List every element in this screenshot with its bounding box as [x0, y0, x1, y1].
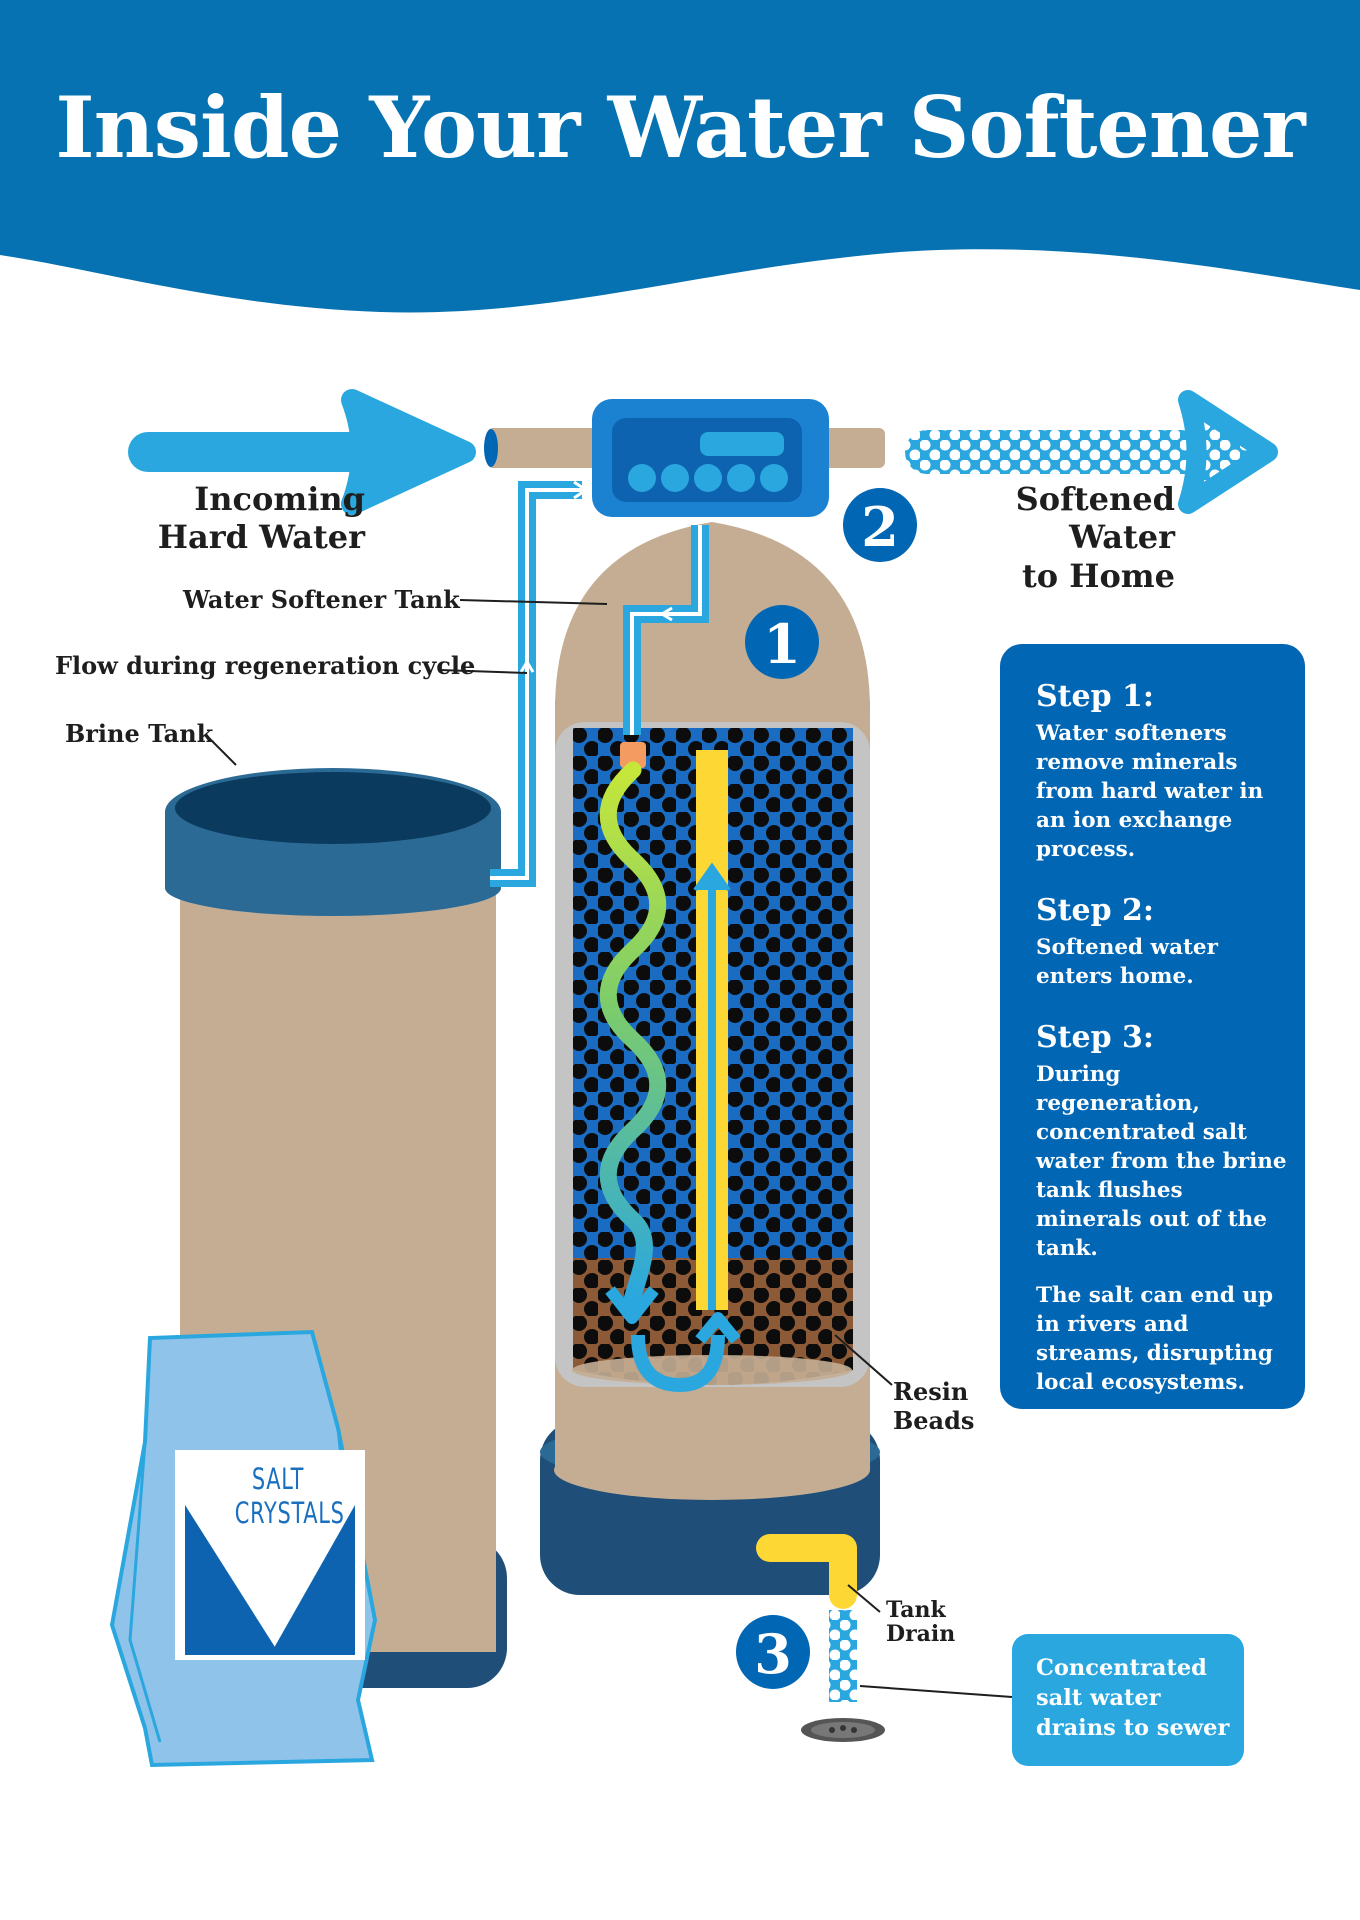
step-2-body: Softened water enters home.: [1036, 935, 1218, 990]
badge-2: 2: [843, 488, 917, 562]
riser-tube: [693, 750, 731, 1310]
u-turn-flow: [631, 1334, 725, 1393]
step-1-heading: Step 1:: [1036, 679, 1154, 714]
drain-note-box: Concentrated salt water drains to sewer: [1012, 1634, 1244, 1766]
impact-note: The salt can end up in rivers and stream…: [1036, 1283, 1274, 1396]
wavy-flow: [599, 761, 667, 1309]
badge-3-number: 3: [754, 1622, 792, 1686]
tank-label: Water Softener Tank: [183, 585, 460, 614]
resin-line-2: Beads: [893, 1405, 975, 1435]
badge-1-number: 1: [763, 612, 801, 676]
page-title: Inside Your Water Softener: [55, 78, 1305, 177]
badge-3: 3: [736, 1615, 810, 1689]
header-band: [0, 0, 1360, 313]
incoming-label: Incoming Hard Water: [140, 480, 365, 557]
incoming-line-2: Hard Water: [157, 518, 365, 557]
softened-arrow: [905, 390, 1278, 514]
step-1-body: Water softeners remove minerals from har…: [1036, 721, 1264, 863]
badge-1: 1: [745, 605, 819, 679]
salt-line-1: SALT: [251, 1462, 305, 1496]
steps-panel: Step 1: Water softeners remove minerals …: [1000, 644, 1305, 1409]
inner-pipe: [620, 525, 709, 768]
resin-line-1: Resin: [893, 1377, 969, 1406]
brine-label: Brine Tank: [65, 719, 214, 748]
resin-label: Resin Beads: [893, 1377, 975, 1436]
incoming-arrow: [128, 389, 476, 515]
drain-label: Tank Drain: [886, 1597, 956, 1648]
badge-2-number: 2: [861, 495, 899, 559]
incoming-line-1: Incoming: [194, 480, 365, 518]
step-2-heading: Step 2:: [1036, 893, 1154, 929]
softened-line-1: Softened Water: [1015, 480, 1175, 557]
leader-lines: [205, 599, 1013, 1698]
flow-label: Flow during regeneration cycle: [55, 651, 476, 680]
step-3-heading: Step 3:: [1036, 1020, 1154, 1056]
step-3-body: During regeneration, concentrated salt w…: [1036, 1062, 1287, 1262]
softened-line-2: to Home: [1021, 556, 1175, 595]
regeneration-flow-pipe: [490, 480, 589, 887]
drain-line-1: Tank: [886, 1597, 946, 1623]
drain-line-2: Drain: [886, 1621, 956, 1648]
softened-label: Softened Water to Home: [920, 480, 1175, 595]
salt-bag-label: SALT CRYSTALS: [234, 1462, 345, 1531]
down-arrowhead: [605, 1286, 659, 1324]
u-turn-arrowhead: [695, 1312, 741, 1344]
drain-pipe: [756, 1534, 885, 1742]
salt-line-2: CRYSTALS: [234, 1496, 345, 1531]
salt-bag: [109, 1329, 378, 1768]
control-valve: [592, 399, 829, 517]
